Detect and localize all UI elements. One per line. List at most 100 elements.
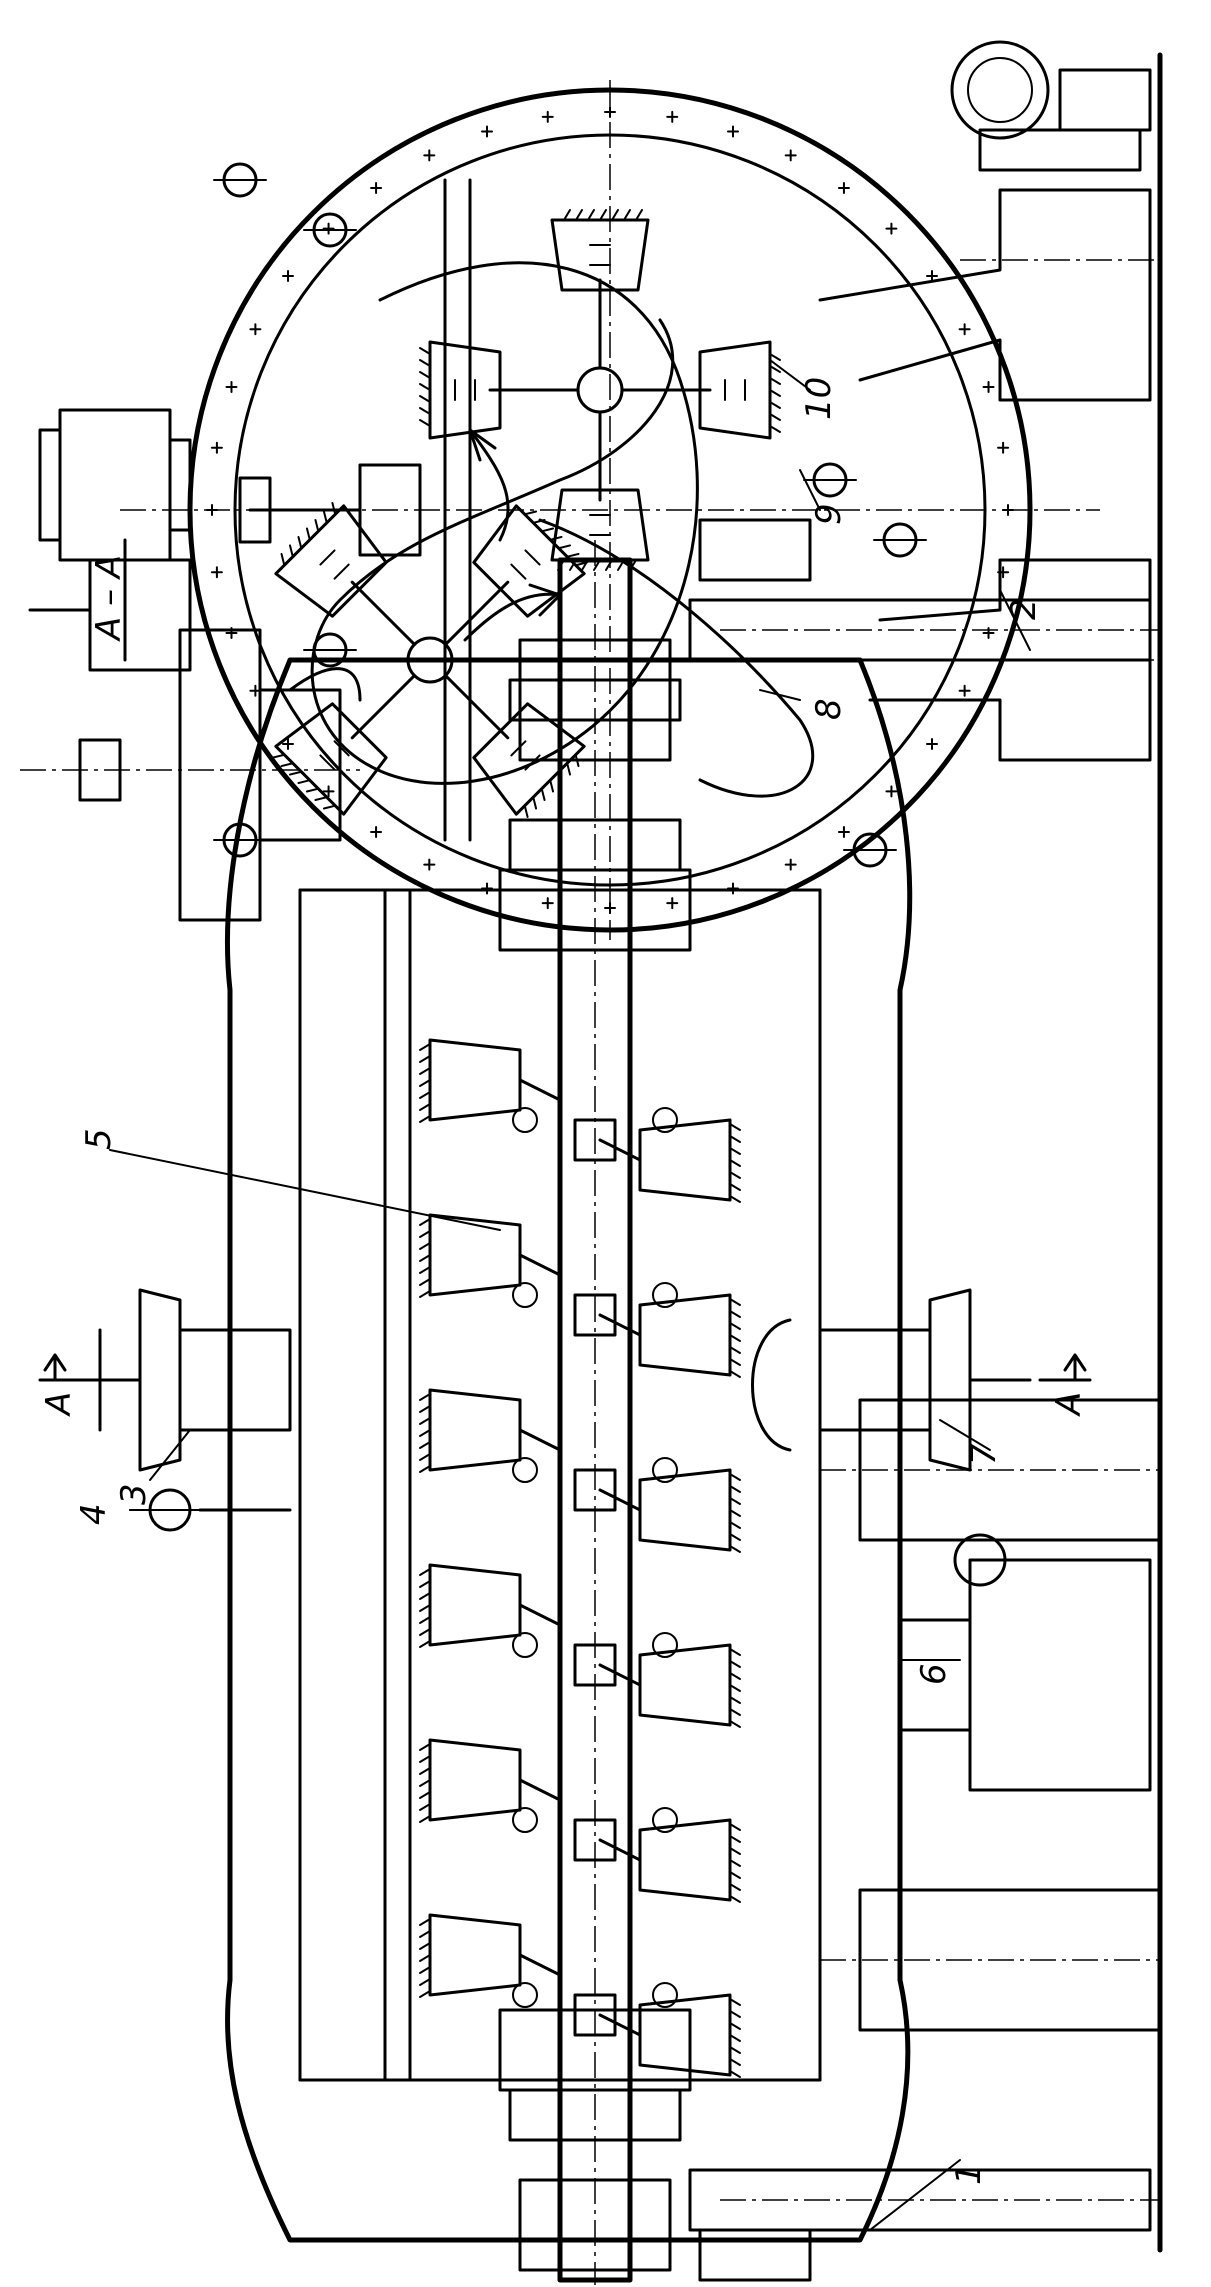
rotor-lower bbox=[272, 502, 588, 818]
section-title: A – A bbox=[89, 555, 129, 642]
leader-lines bbox=[109, 359, 1031, 2231]
paddle-shape bbox=[638, 1993, 732, 2077]
blade-shape bbox=[428, 340, 502, 440]
paddle-tooth bbox=[729, 1720, 741, 1728]
blade-shape bbox=[550, 488, 650, 562]
paddle-shape bbox=[638, 1118, 732, 1202]
trough-outline bbox=[310, 261, 699, 785]
paddle-arm bbox=[518, 1078, 562, 1102]
blade-tooth bbox=[532, 518, 546, 524]
paddle-arm bbox=[518, 1953, 562, 1977]
paddle-tooth bbox=[419, 1990, 431, 1998]
section-support-upper bbox=[818, 188, 1152, 402]
paddle-tooth bbox=[419, 1966, 431, 1974]
paddle-tooth bbox=[729, 1123, 741, 1131]
paddle-tooth bbox=[419, 1254, 431, 1262]
blade-mark bbox=[333, 740, 350, 757]
hatch-bottom bbox=[751, 1288, 1032, 1472]
bolt-icon bbox=[652, 1632, 678, 1658]
paddle-tooth bbox=[419, 1803, 431, 1811]
paddle-tooth bbox=[729, 1310, 741, 1318]
paddle-tooth bbox=[729, 1370, 741, 1378]
bearing-right-end bbox=[498, 2008, 692, 2272]
paddle-tooth bbox=[419, 1978, 431, 1986]
blade-tooth bbox=[280, 762, 294, 768]
blade-tooth bbox=[314, 796, 328, 802]
paddle-shape bbox=[638, 1818, 732, 1902]
blade-tooth bbox=[419, 407, 431, 415]
paddle-tooth bbox=[729, 2070, 741, 2078]
paddle-arm bbox=[598, 2013, 642, 2037]
bolt-icon bbox=[652, 1982, 678, 2008]
section-mark-top: A bbox=[39, 1392, 79, 1417]
blade-tooth bbox=[322, 804, 337, 810]
paddle-tooth bbox=[729, 1672, 741, 1680]
longitudinal-view bbox=[20, 408, 1162, 2285]
paddle-tooth bbox=[729, 2034, 741, 2042]
paddle-tooth bbox=[729, 1346, 741, 1354]
blade-tooth bbox=[566, 762, 572, 776]
paddle-tooth bbox=[729, 1545, 741, 1553]
paddle-tooth bbox=[419, 1266, 431, 1274]
paddle-tooth bbox=[419, 1230, 431, 1238]
paddle-arm bbox=[598, 1663, 642, 1687]
rotor-arm bbox=[444, 674, 510, 740]
paddle-shape bbox=[428, 1563, 522, 1647]
paddle-tooth bbox=[729, 1358, 741, 1366]
blade-tooth bbox=[769, 389, 781, 397]
paddle-tooth bbox=[419, 1453, 431, 1461]
blade-tooth bbox=[288, 770, 303, 776]
paddle-tooth bbox=[419, 1290, 431, 1298]
blade-tooth bbox=[419, 383, 431, 391]
blade-tooth bbox=[419, 371, 431, 379]
blade-tooth bbox=[523, 804, 529, 818]
blade-tooth bbox=[297, 535, 303, 550]
blade-tooth bbox=[769, 413, 781, 421]
blade-tooth bbox=[523, 510, 538, 516]
callout-1: 1 bbox=[949, 2163, 989, 2185]
paddle-arm bbox=[518, 1428, 562, 1452]
paddle-upper bbox=[419, 1563, 562, 1648]
blade-shape bbox=[274, 702, 388, 816]
paddle-arm bbox=[518, 1253, 562, 1277]
paddle-tooth bbox=[729, 1171, 741, 1179]
paddle-tooth bbox=[419, 1091, 431, 1099]
paddle-tooth bbox=[419, 1942, 431, 1950]
paddle-tooth bbox=[729, 1135, 741, 1143]
rotation-arrow-left bbox=[468, 428, 510, 542]
callout-2: 2 bbox=[1004, 598, 1044, 620]
shaft-coupling bbox=[573, 1293, 617, 1337]
blade-tooth bbox=[566, 552, 580, 558]
paddle-tooth bbox=[419, 1103, 431, 1111]
paddle-shape bbox=[428, 1388, 522, 1472]
paddle-tooth bbox=[419, 1079, 431, 1087]
paddle-tooth bbox=[729, 2058, 741, 2066]
shaft-coupling bbox=[573, 1818, 617, 1862]
paddle-shape bbox=[428, 1038, 522, 1122]
blade-mark bbox=[319, 754, 336, 771]
paddle-tooth bbox=[729, 1648, 741, 1656]
paddle-tooth bbox=[729, 1159, 741, 1167]
paddle-tooth bbox=[419, 1465, 431, 1473]
callout-8: 8 bbox=[809, 698, 849, 720]
paddle-tooth bbox=[729, 1509, 741, 1517]
blade-tooth bbox=[532, 796, 538, 810]
flange-ends bbox=[698, 518, 812, 2282]
paddle-shape bbox=[428, 1738, 522, 1822]
bearing-left-end bbox=[498, 638, 692, 952]
paddle-tooth bbox=[729, 1147, 741, 1155]
paddle-tooth bbox=[729, 1473, 741, 1481]
blade-mark bbox=[319, 549, 336, 566]
rotor-blade bbox=[472, 504, 588, 618]
rotor-arm bbox=[350, 674, 416, 740]
paddle-tooth bbox=[419, 1930, 431, 1938]
paddle-arm bbox=[598, 1138, 642, 1162]
blade-shape bbox=[472, 504, 586, 618]
paddle-tooth bbox=[729, 1660, 741, 1668]
paddle-tooth bbox=[419, 1242, 431, 1250]
paddle-tooth bbox=[729, 1497, 741, 1505]
callout-3: 3 bbox=[114, 1483, 154, 1505]
blade-tooth bbox=[297, 779, 311, 785]
paddle-tooth bbox=[419, 1417, 431, 1425]
